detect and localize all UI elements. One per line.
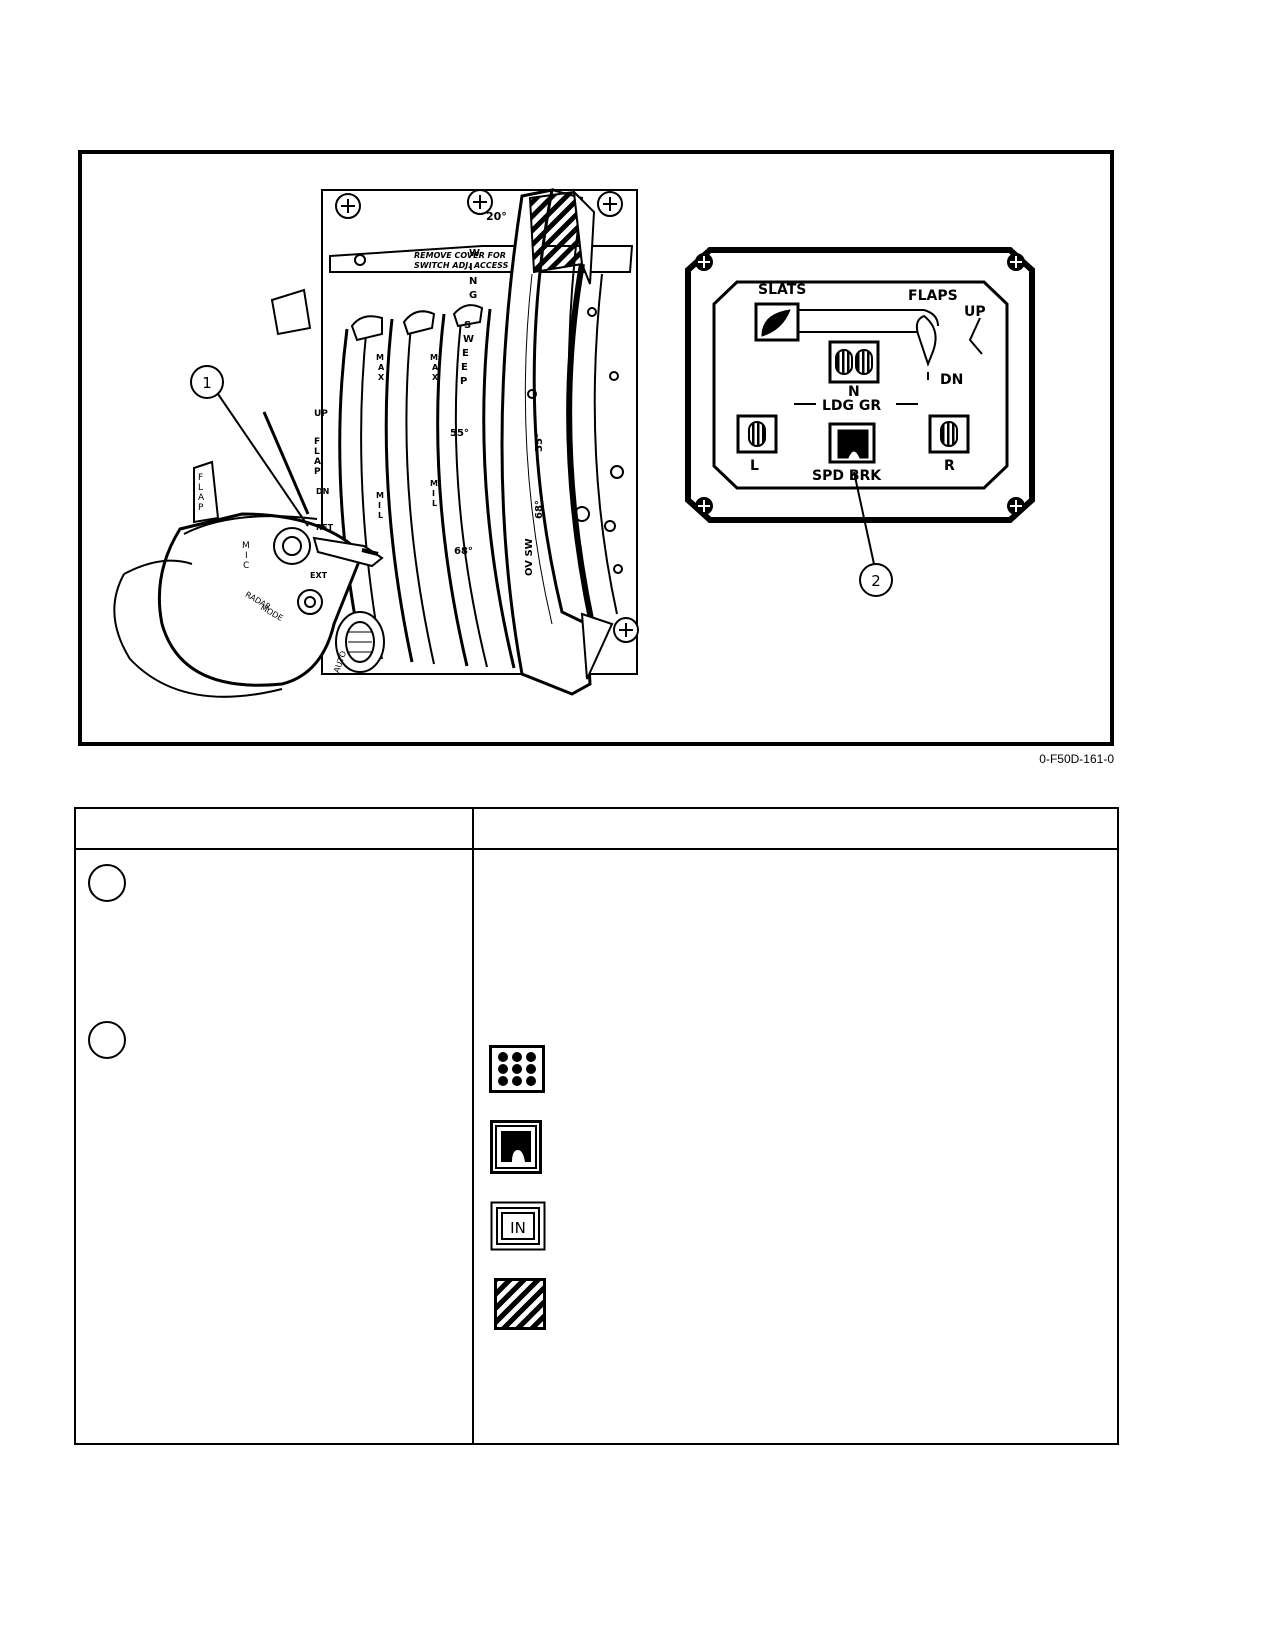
barber-pole-icon	[494, 1278, 546, 1330]
wing-sweep-letter: N	[469, 276, 477, 287]
landing-gear-indicator-panel	[685, 247, 1035, 523]
figure-frame: REMOVE COVER FOR SWITCH ADJ. ACCESS	[78, 150, 1114, 746]
dots-grid-icon	[489, 1045, 545, 1093]
mic-letter: I	[245, 551, 248, 561]
angle-68-left-label: 68°	[454, 546, 473, 557]
wing-sweep-letter: S	[464, 320, 471, 331]
flaps-dn-label: DN	[940, 372, 963, 388]
flap-letter: A	[314, 457, 321, 467]
angle-55-left-label: 55°	[450, 428, 469, 439]
flap-letter: P	[314, 467, 321, 477]
mil-letter: I	[378, 501, 381, 510]
placard-line-1: REMOVE COVER FOR	[414, 251, 506, 260]
figure-id-label: 0-F50D-161-0	[1039, 752, 1114, 766]
mil-letter: M	[430, 479, 438, 488]
flap-letter: L	[198, 483, 203, 493]
mic-label: M I C	[242, 541, 250, 571]
ext-label: EXT	[310, 571, 328, 580]
legend-table: IN	[74, 807, 1119, 1445]
max-label: M A X M A X	[376, 353, 439, 382]
mic-letter: M	[242, 541, 250, 551]
flap-letter: F	[198, 473, 203, 483]
flap-letter: A	[198, 493, 205, 503]
flaps-up-label: UP	[964, 304, 986, 320]
ret-label: RET	[316, 523, 334, 532]
callout-2-number: 2	[871, 572, 881, 590]
right-gear-label: R	[944, 458, 955, 474]
slats-pointer-icon	[761, 309, 791, 337]
placard-line-2: SWITCH ADJ. ACCESS	[414, 261, 509, 270]
spd-brk-label: SPD BRK	[812, 468, 882, 484]
mil-letter: L	[378, 511, 383, 520]
throttle-quadrant: REMOVE COVER FOR SWITCH ADJ. ACCESS	[113, 188, 639, 698]
legend-callout-circle-2	[88, 1021, 126, 1059]
left-gear-label: L	[750, 458, 759, 474]
in-indicator-icon: IN	[490, 1201, 546, 1251]
wing-sweep-letter: W	[463, 334, 474, 345]
column-divider	[472, 809, 474, 1443]
flap-letter: L	[314, 447, 320, 457]
flap-letter: F	[314, 437, 320, 447]
flap-scale-label: F L A P	[314, 437, 321, 477]
legend-table-header	[76, 809, 1117, 850]
max-letter: M	[430, 353, 438, 362]
ov-sw-label: OV SW	[524, 538, 535, 576]
flap-dn-label: DN	[316, 487, 329, 496]
figure-illustration: REMOVE COVER FOR SWITCH ADJ. ACCESS	[113, 188, 1035, 698]
flaps-label: FLAPS	[908, 288, 958, 304]
nose-gear-label: N	[848, 384, 860, 400]
max-letter: X	[432, 373, 439, 382]
max-letter: X	[378, 373, 385, 382]
legend-callout-circle-1	[88, 864, 126, 902]
mic-letter: C	[243, 561, 249, 571]
max-letter: M	[376, 353, 384, 362]
angle-68-right-label: 68°	[534, 500, 545, 519]
screw-icon	[335, 189, 639, 643]
wing-sweep-letter: W	[469, 248, 480, 259]
mil-letter: L	[432, 499, 437, 508]
mil-letter: M	[376, 491, 384, 500]
flap-letter: P	[198, 503, 204, 513]
wing-sweep-letter: E	[462, 348, 469, 359]
callout-1: 1	[190, 365, 309, 527]
callout-2: 2	[853, 471, 893, 597]
max-letter: A	[432, 363, 439, 372]
flap-handle-label: F L A P	[198, 473, 205, 513]
mil-letter: I	[432, 489, 435, 498]
slats-label: SLATS	[758, 282, 806, 298]
in-indicator-text: IN	[510, 1219, 526, 1237]
wing-sweep-letter: P	[460, 376, 467, 387]
max-letter: A	[378, 363, 385, 372]
flap-up-label: UP	[314, 409, 328, 419]
angle-20-label: 20°	[486, 210, 507, 223]
callout-1-number: 1	[202, 374, 212, 392]
wing-sweep-letter: G	[469, 290, 477, 301]
mil-label: M I L M I L	[376, 479, 438, 520]
flaps-pointer-icon	[915, 314, 937, 367]
angle-55-right-label: 55°	[534, 433, 545, 452]
wing-sweep-letter: E	[461, 362, 468, 373]
wing-sweep-letter: I	[469, 262, 473, 273]
wing-sweep-scale: W I N G S W E E P	[460, 248, 480, 387]
speed-brake-partial-icon	[490, 1120, 542, 1174]
ldg-gr-label: LDG GR	[822, 398, 881, 414]
